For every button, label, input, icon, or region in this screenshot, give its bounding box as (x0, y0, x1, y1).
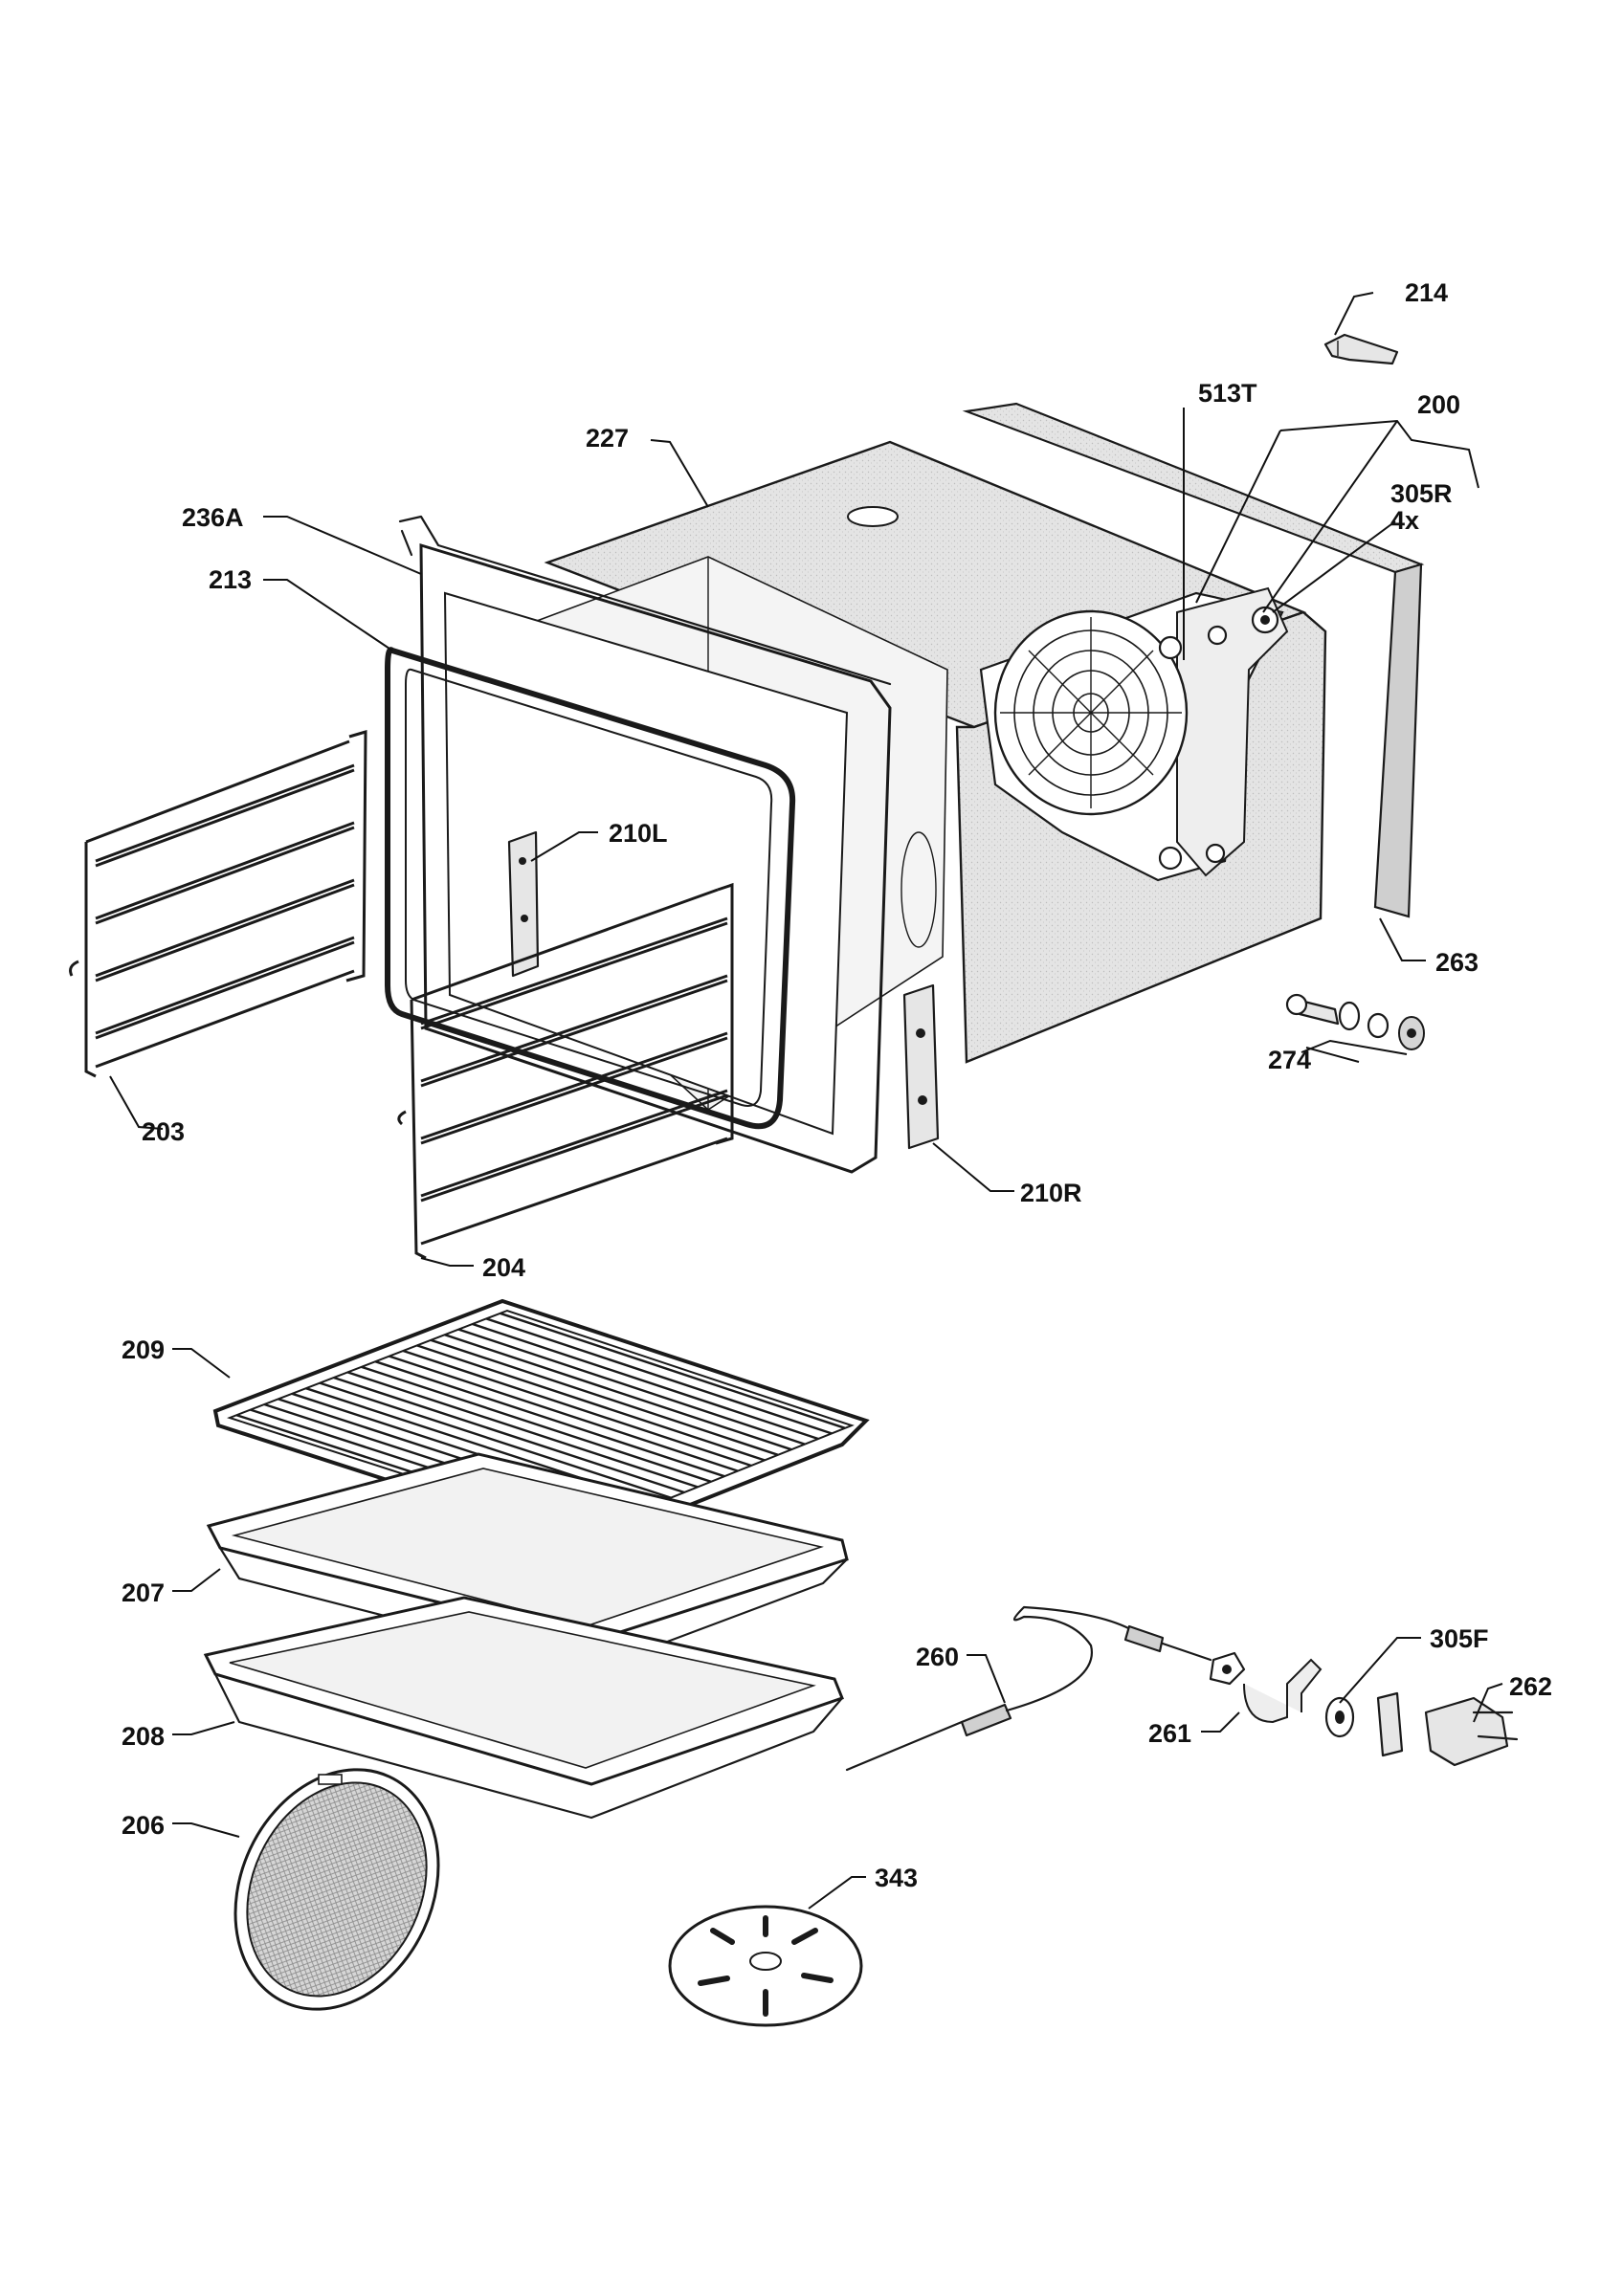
probe-socket-parts (1209, 1651, 1519, 1767)
grill-bar (389, 1355, 739, 1472)
hinge-fixings (1285, 993, 1425, 1050)
label-204: 204 (482, 1253, 525, 1282)
label-210R: 210R (1020, 1179, 1082, 1207)
shelf-support-left (507, 830, 540, 978)
grill-bar (374, 1360, 725, 1478)
label-207: 207 (122, 1578, 165, 1607)
side-rack-left (69, 729, 367, 1078)
grill-bar (333, 1376, 685, 1494)
grill-bar (472, 1322, 819, 1441)
grill-bar (319, 1381, 672, 1499)
grill-bar (485, 1317, 833, 1435)
part-labels: 214 513T 200 227 305R 4x 236A 213 210L 2… (122, 278, 1552, 1892)
grill-bar (457, 1328, 806, 1446)
label-4x: 4x (1390, 506, 1419, 535)
label-263: 263 (1435, 948, 1478, 977)
label-260: 260 (916, 1643, 959, 1671)
grill-bar (346, 1371, 699, 1489)
label-305F: 305F (1430, 1624, 1489, 1653)
label-214: 214 (1405, 278, 1448, 307)
label-262: 262 (1509, 1672, 1552, 1701)
grill-bar (444, 1334, 792, 1451)
label-203: 203 (142, 1117, 185, 1146)
insulation-panel (962, 402, 1425, 918)
label-209: 209 (122, 1336, 165, 1364)
deep-tray (203, 1596, 844, 1820)
label-261: 261 (1148, 1719, 1191, 1748)
cavity-front-frame (398, 515, 892, 1174)
grill-bar (416, 1344, 766, 1462)
door-gasket (385, 647, 796, 1130)
grill-bar (402, 1349, 752, 1468)
leader-lines (109, 292, 1503, 1910)
side-rack-right (397, 882, 734, 1260)
round-filter (233, 1768, 440, 2011)
label-274: 274 (1268, 1046, 1311, 1074)
grill-bar (500, 1312, 846, 1429)
label-305R: 305R (1390, 479, 1453, 508)
label-213: 213 (209, 565, 252, 594)
label-343: 343 (875, 1864, 918, 1892)
label-208: 208 (122, 1722, 165, 1751)
meat-probe (845, 1605, 1212, 1772)
deflector-disc (668, 1905, 863, 2027)
label-513T: 513T (1198, 379, 1257, 408)
label-236A: 236A (182, 503, 244, 532)
label-200: 200 (1417, 390, 1460, 419)
label-206: 206 (122, 1811, 165, 1840)
convection-fan-assembly (979, 586, 1289, 882)
grill-rack (212, 1298, 870, 1548)
label-210L: 210L (609, 819, 668, 848)
shelf-support-right (902, 983, 940, 1150)
grill-bar (361, 1365, 712, 1483)
label-227: 227 (586, 424, 629, 453)
grill-bar (430, 1338, 779, 1456)
clip-part (1323, 333, 1399, 365)
